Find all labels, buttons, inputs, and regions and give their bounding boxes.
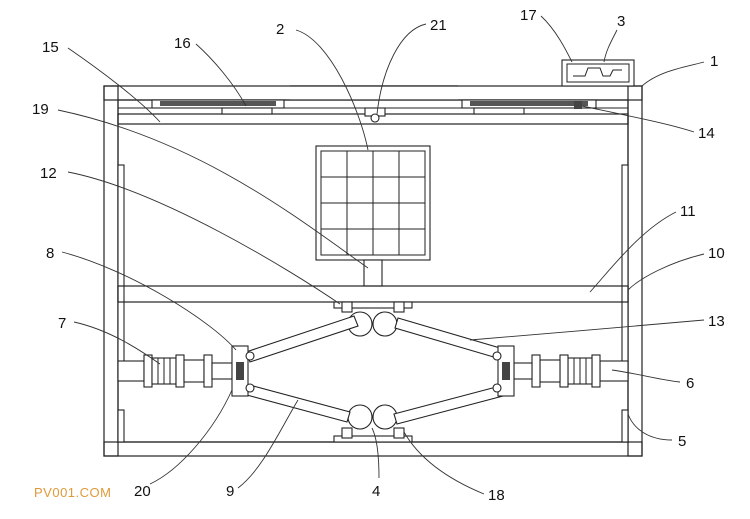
label-6: 6 bbox=[686, 375, 694, 392]
label-18: 18 bbox=[488, 487, 505, 504]
upper-hinge-mount bbox=[333, 301, 413, 337]
label-19: 19 bbox=[32, 101, 49, 118]
label-13: 13 bbox=[708, 313, 725, 330]
lifting-platform bbox=[117, 285, 629, 303]
solar-panel bbox=[315, 145, 431, 287]
label-16: 16 bbox=[174, 35, 191, 52]
watermark: PV001.COM bbox=[34, 485, 111, 500]
lower-hinge-mount bbox=[333, 404, 413, 443]
part-labels: 1 2 3 4 5 6 7 8 9 10 11 12 13 14 15 16 1… bbox=[32, 7, 725, 504]
label-12: 12 bbox=[40, 165, 57, 182]
label-8: 8 bbox=[46, 245, 54, 262]
label-3: 3 bbox=[617, 13, 625, 30]
label-14: 14 bbox=[698, 125, 715, 142]
leader-lines bbox=[57, 15, 705, 495]
label-4: 4 bbox=[372, 483, 380, 500]
label-1: 1 bbox=[710, 53, 718, 70]
label-20: 20 bbox=[134, 483, 151, 500]
left-slider-block bbox=[231, 345, 255, 397]
label-17: 17 bbox=[520, 7, 537, 24]
right-actuator bbox=[513, 354, 629, 388]
label-10: 10 bbox=[708, 245, 725, 262]
scissor-linkage bbox=[242, 315, 504, 425]
left-guide-block bbox=[151, 99, 285, 115]
label-5: 5 bbox=[678, 433, 686, 450]
label-11: 11 bbox=[680, 203, 696, 220]
label-7: 7 bbox=[58, 315, 66, 332]
label-2: 2 bbox=[276, 21, 284, 38]
control-box bbox=[561, 59, 635, 87]
label-9: 9 bbox=[226, 483, 234, 500]
label-15: 15 bbox=[42, 39, 59, 56]
label-21: 21 bbox=[430, 17, 447, 34]
left-actuator bbox=[117, 354, 233, 388]
center-hinge bbox=[364, 107, 386, 123]
right-guide-block bbox=[461, 99, 597, 115]
right-slider-block bbox=[492, 345, 515, 397]
